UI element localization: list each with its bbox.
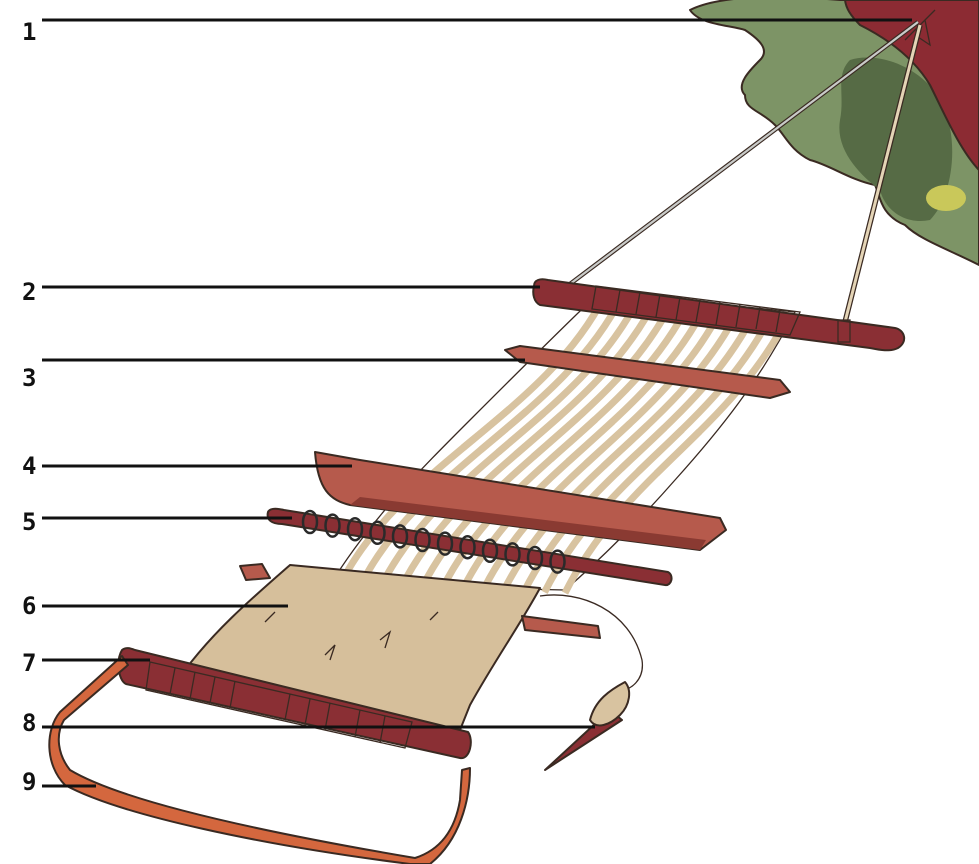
label-8: 8 <box>22 709 36 737</box>
label-4: 4 <box>22 452 36 480</box>
label-3: 3 <box>22 364 36 392</box>
shed-stick-right <box>522 616 600 638</box>
label-5: 5 <box>22 508 36 536</box>
weft-thread <box>540 595 642 690</box>
label-6: 6 <box>22 592 36 620</box>
label-9: 9 <box>22 768 36 796</box>
tree-foliage-highlight <box>926 185 966 211</box>
label-7: 7 <box>22 649 36 677</box>
label-1: 1 <box>22 18 36 46</box>
shed-stick-left <box>240 564 270 580</box>
tree <box>690 0 979 265</box>
label-2: 2 <box>22 278 36 306</box>
